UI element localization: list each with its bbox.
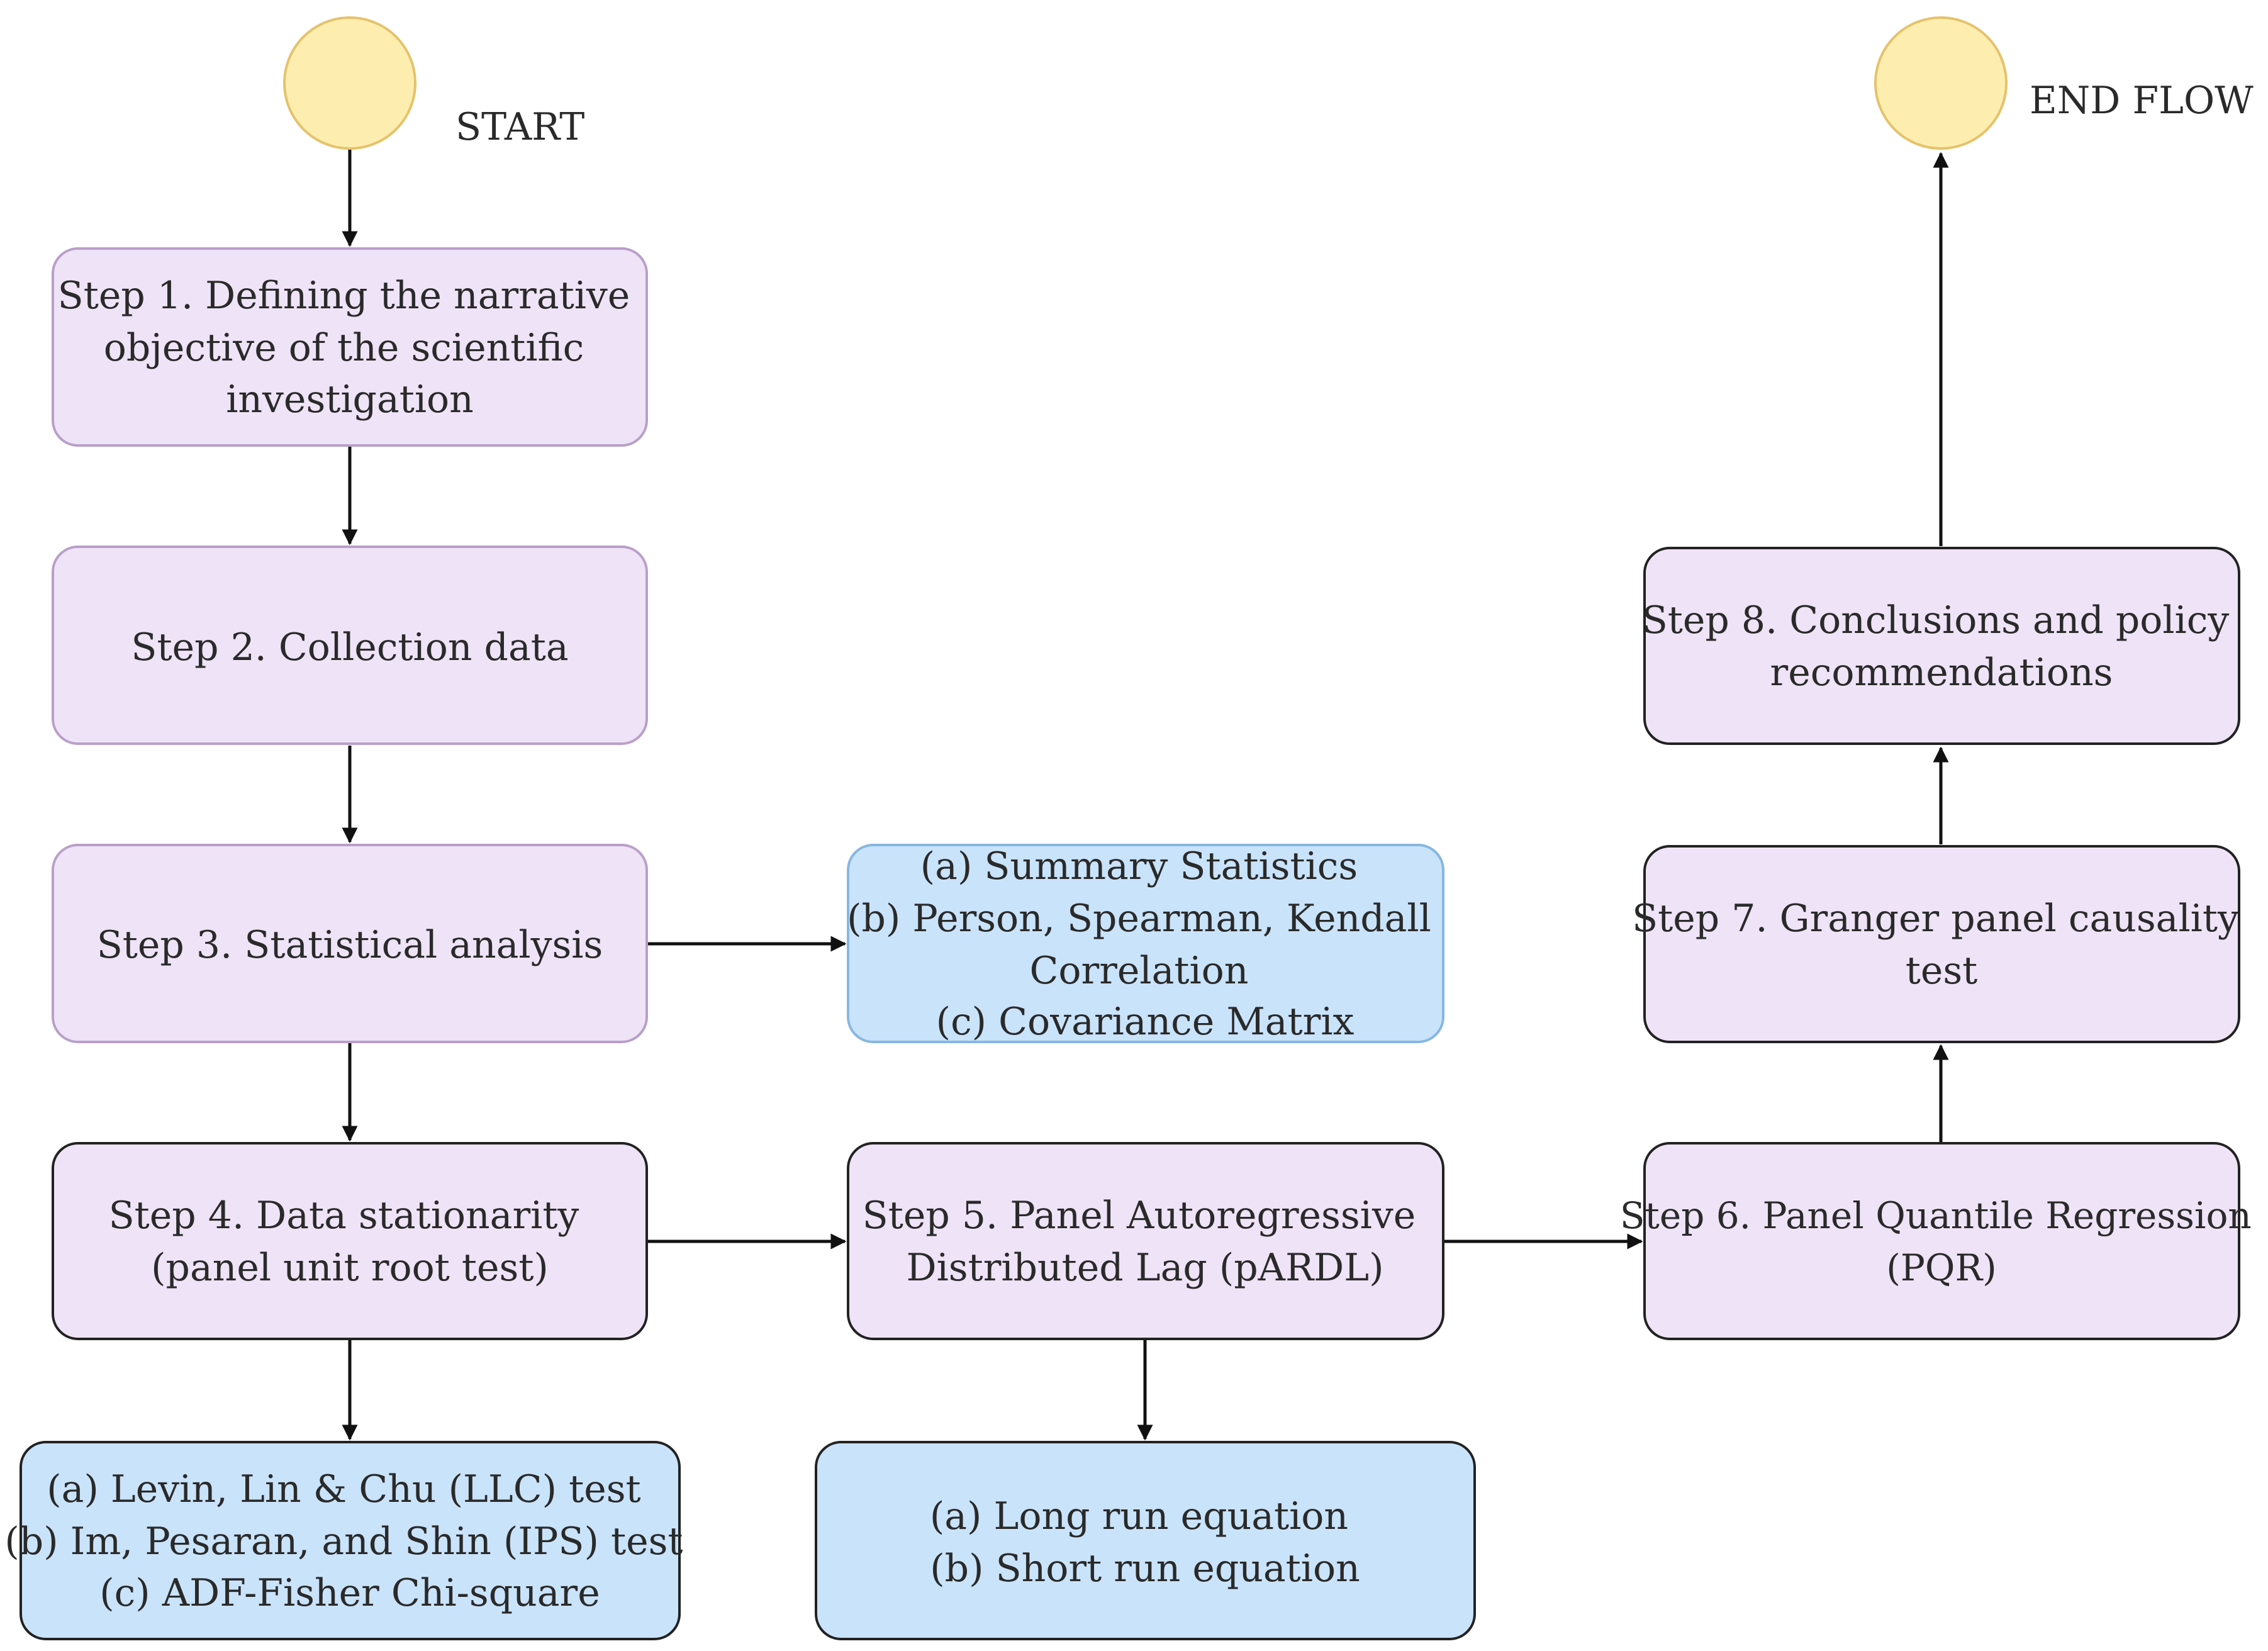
step-8-line-1: Step 8. Conclusions and policy — [1642, 598, 2230, 642]
stats-detail-box: (a) Summary Statistics (b) Person, Spear… — [847, 844, 1444, 1044]
step-5-line-1: Step 5. Panel Autoregressive — [863, 1194, 1416, 1238]
step-7-line-1: Step 7. Granger panel causality — [1632, 897, 2239, 941]
step-1-line-2: objective of the scientific — [104, 326, 584, 370]
stats-detail-label: (a) Summary Statistics (b) Person, Spear… — [847, 844, 1443, 1044]
step-1-line-1: Step 1. Defining the narrative — [58, 274, 630, 318]
step-6-line-2: (PQR) — [1886, 1246, 1997, 1289]
step-1-label: Step 1. Defining the narrative objective… — [58, 274, 642, 422]
equations-detail-label: (a) Long run equation (b) Short run equa… — [930, 1494, 1360, 1591]
step-5-line-2: Distributed Lag (pARDL) — [907, 1246, 1384, 1290]
step-7-label: Step 7. Granger panel causality test — [1632, 897, 2251, 993]
step-3-line-1: Step 3. Statistical analysis — [97, 923, 603, 967]
step-1-box: Step 1. Defining the narrative objective… — [52, 247, 648, 447]
step-1-line-3: investigation — [226, 378, 474, 422]
step-8-box: Step 8. Conclusions and policy recommend… — [1642, 547, 2242, 745]
step-7-line-2: test — [1906, 949, 1978, 993]
equations-line-1: (a) Long run equation — [930, 1494, 1348, 1538]
unitroot-line-2: (b) Im, Pesaran, and Shin (IPS) test — [4, 1519, 683, 1564]
step-4-line-1: Step 4. Data stationarity — [109, 1194, 579, 1238]
stats-line-4: (c) Covariance Matrix — [936, 1000, 1355, 1044]
end-circle — [1874, 16, 2008, 150]
unitroot-detail-box: (a) Levin, Lin & Chu (LLC) test (b) Im, … — [4, 1441, 695, 1640]
stats-line-3: Correlation — [1029, 949, 1248, 993]
step-2-line-1: Step 2. Collection data — [131, 625, 568, 669]
step-4-box: Step 4. Data stationarity (panel unit ro… — [52, 1142, 648, 1340]
unitroot-detail-label: (a) Levin, Lin & Chu (LLC) test (b) Im, … — [4, 1467, 695, 1615]
step-6-box: Step 6. Panel Quantile Regression (PQR) — [1620, 1142, 2263, 1340]
start-label: START — [455, 105, 584, 149]
step-6-line-1: Step 6. Panel Quantile Regression — [1620, 1194, 2252, 1237]
equations-line-2: (b) Short run equation — [930, 1547, 1360, 1591]
step-4-label: Step 4. Data stationarity (panel unit ro… — [109, 1194, 591, 1290]
step-3-box: Step 3. Statistical analysis — [52, 844, 648, 1043]
step-5-label: Step 5. Panel Autoregressive Distributed… — [863, 1194, 1428, 1290]
step-7-box: Step 7. Granger panel causality test — [1632, 845, 2251, 1043]
stats-line-1: (a) Summary Statistics — [920, 844, 1358, 888]
end-label: END FLOW — [2030, 79, 2254, 123]
start-node: START — [283, 16, 584, 150]
step-8-label: Step 8. Conclusions and policy recommend… — [1642, 598, 2242, 695]
unitroot-line-3: (c) ADF-Fisher Chi-square — [99, 1571, 600, 1615]
step-2-box: Step 2. Collection data — [52, 546, 648, 745]
step-6-label: Step 6. Panel Quantile Regression (PQR) — [1620, 1194, 2263, 1289]
step-2-label: Step 2. Collection data — [131, 625, 568, 669]
end-node: END FLOW — [1874, 16, 2254, 150]
equations-detail-box: (a) Long run equation (b) Short run equa… — [815, 1441, 1476, 1640]
step-3-label: Step 3. Statistical analysis — [97, 923, 603, 967]
unitroot-line-1: (a) Levin, Lin & Chu (LLC) test — [47, 1467, 640, 1511]
step-5-box: Step 5. Panel Autoregressive Distributed… — [847, 1142, 1444, 1340]
step-8-line-2: recommendations — [1770, 651, 2113, 695]
start-circle — [283, 16, 416, 150]
edges — [342, 149, 1949, 1441]
stats-line-2: (b) Person, Spearman, Kendall — [847, 897, 1431, 941]
step-4-line-2: (panel unit root test) — [151, 1246, 549, 1290]
